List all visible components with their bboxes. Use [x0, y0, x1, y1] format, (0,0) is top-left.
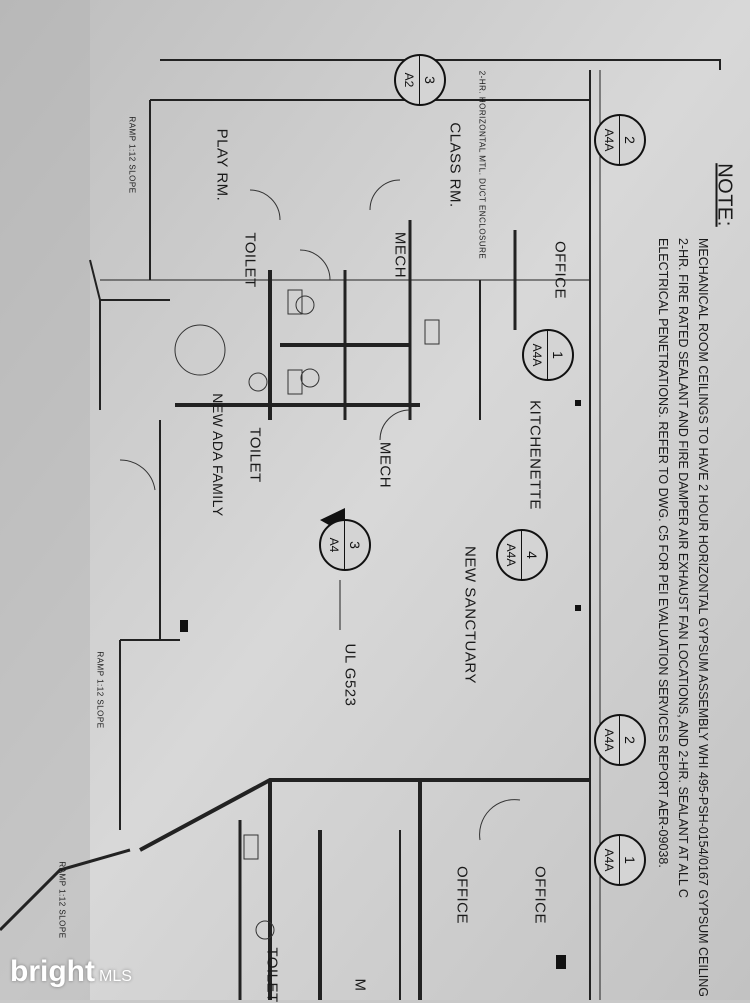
watermark-brand: bright [10, 955, 95, 988]
marker-number: 2 [619, 116, 641, 164]
room-label: OFFICE [551, 241, 569, 299]
room-label: MECH [391, 231, 409, 279]
marker-number: 1 [619, 836, 641, 884]
room-label: MECH [376, 441, 394, 489]
room-label: TOILET [246, 427, 264, 483]
room-label: TOILET [263, 947, 281, 1003]
note-title: NOTE: [713, 163, 736, 227]
room-label: NEW ADA FAMILY [210, 393, 226, 517]
note-line: MECHANICAL ROOM CEILINGS TO HAVE 2 HOUR … [696, 238, 710, 997]
room-label: CLASS RM. [446, 122, 464, 208]
marker-number: 3 [344, 521, 366, 569]
room-label: TOILET [241, 232, 259, 288]
marker-number: 3 [419, 56, 441, 104]
note-line: ELECTRICAL PENETRATIONS. REFER TO DWG. C… [656, 238, 670, 868]
ramp-label: RAMP 1:12 SLOPE [127, 116, 137, 194]
marker-sheet: A4 [327, 537, 342, 553]
room-label: UL G523 [341, 643, 359, 707]
ramp-label: RAMP 1:12 SLOPE [57, 861, 67, 939]
marker-sheet: A4A [602, 128, 617, 152]
marker-sheet: A4A [504, 543, 519, 567]
marker-sheet: A2 [402, 72, 417, 88]
marker-number: 1 [547, 331, 569, 379]
room-label: NEW SANCTUARY [461, 546, 479, 684]
marker-sheet: A4A [602, 728, 617, 752]
room-label: OFFICE [453, 866, 471, 924]
marker-sheet: A4A [530, 343, 545, 367]
room-label: KITCHENETTE [526, 400, 544, 510]
room-label: M [351, 978, 369, 992]
room-label: OFFICE [531, 866, 549, 924]
marker-number: 2 [619, 716, 641, 764]
room-label: 2-HR. HORIZONTAL MTL. DUCT ENCLOSURE [477, 70, 487, 260]
watermark-suffix: MLS [98, 968, 132, 985]
ramp-label: RAMP 1:12 SLOPE [95, 651, 105, 729]
room-label: PLAY RM. [213, 128, 231, 202]
marker-sheet: A4A [602, 848, 617, 872]
note-line: 2-HR. FIRE RATED SEALANT AND FIRE DAMPER… [676, 238, 690, 898]
marker-number: 4 [521, 531, 543, 579]
